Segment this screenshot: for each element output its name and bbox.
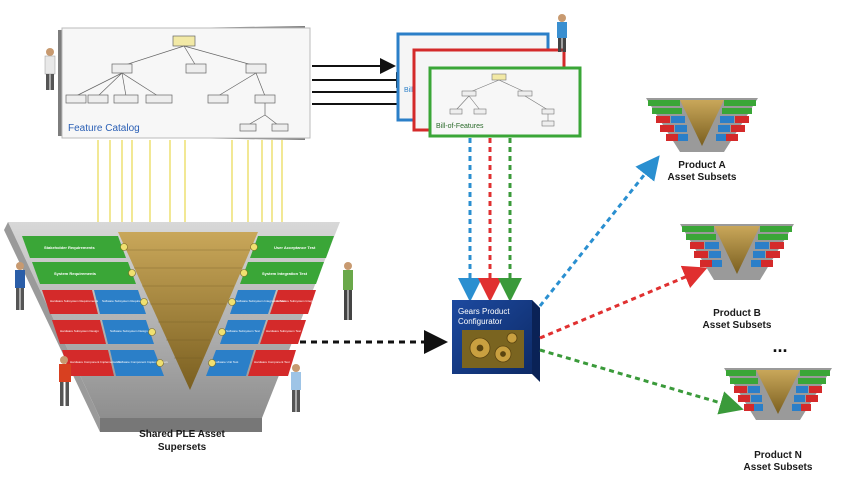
product-n-line1: Product N bbox=[754, 450, 802, 461]
superset-v: Stakeholder Requirements System Requirem… bbox=[4, 222, 340, 453]
right-row-2: System Integration Test bbox=[262, 271, 308, 276]
right-row-5: Hardware Component Test bbox=[254, 360, 290, 364]
right-row-1: User Acceptance Test bbox=[274, 245, 316, 250]
product-a-subset: Product A Asset Subsets bbox=[646, 98, 758, 183]
sw-right-2: Software Subsystem Test bbox=[226, 329, 260, 333]
left-row-1: Stakeholder Requirements bbox=[44, 245, 95, 250]
person-icon bbox=[59, 356, 71, 406]
ellipsis: ... bbox=[772, 336, 787, 356]
left-row-3: Hardware Subsystem Requirements bbox=[50, 299, 99, 303]
person-icon bbox=[291, 364, 301, 412]
sw-left-1: Software Subsystem Requirements bbox=[102, 299, 150, 303]
gears-icon bbox=[469, 332, 518, 363]
right-row-3: Hardware Subsystem Integration Test bbox=[276, 299, 326, 303]
product-a-line2: Asset Subsets bbox=[668, 172, 737, 183]
person-icon bbox=[44, 48, 56, 90]
product-n-line2: Asset Subsets bbox=[744, 462, 813, 472]
superset-caption-2: Supersets bbox=[158, 442, 207, 453]
sw-left-3: Software Component Implementation bbox=[118, 360, 168, 364]
gears-product-configurator: Gears Product Configurator bbox=[452, 300, 540, 382]
feature-catalog-title: Feature Catalog bbox=[68, 123, 140, 134]
sw-right-3: Software Unit Test bbox=[214, 360, 238, 364]
product-b-line1: Product B bbox=[713, 308, 761, 319]
person-icon bbox=[15, 262, 25, 310]
product-b-line2: Asset Subsets bbox=[703, 320, 772, 331]
product-b-subset: Product B Asset Subsets bbox=[680, 224, 794, 331]
left-row-5: Hardware Component Implementation bbox=[70, 360, 121, 364]
superset-caption-1: Shared PLE Asset bbox=[139, 429, 225, 440]
person-engineer-figures bbox=[15, 14, 567, 412]
left-row-2: System Requirements bbox=[54, 271, 97, 276]
person-icon bbox=[557, 14, 567, 52]
configurator-line2: Configurator bbox=[458, 317, 502, 326]
left-row-4: Hardware Subsystem Design bbox=[60, 329, 99, 333]
product-n-subset: Product N Asset Subsets bbox=[724, 368, 832, 473]
feature-catalog: Feature Catalog bbox=[58, 26, 311, 140]
bof-stack-label: Bill bbox=[404, 87, 414, 94]
person-icon bbox=[343, 262, 353, 320]
sw-left-2: Software Subsystem Design bbox=[110, 329, 148, 333]
sw-right-1: Software Subsystem Integration Test bbox=[236, 299, 285, 303]
bill-of-features-stack: Bill Bill-of-Features bbox=[396, 32, 582, 138]
bof-title: Bill-of-Features bbox=[436, 123, 484, 130]
configurator-line1: Gears Product bbox=[458, 307, 510, 316]
bof-to-configurator-arrows bbox=[458, 138, 522, 302]
product-a-line1: Product A bbox=[678, 160, 725, 171]
configurator-to-product-arrows bbox=[538, 155, 744, 415]
right-row-4: Hardware Subsystem Test bbox=[266, 329, 301, 333]
